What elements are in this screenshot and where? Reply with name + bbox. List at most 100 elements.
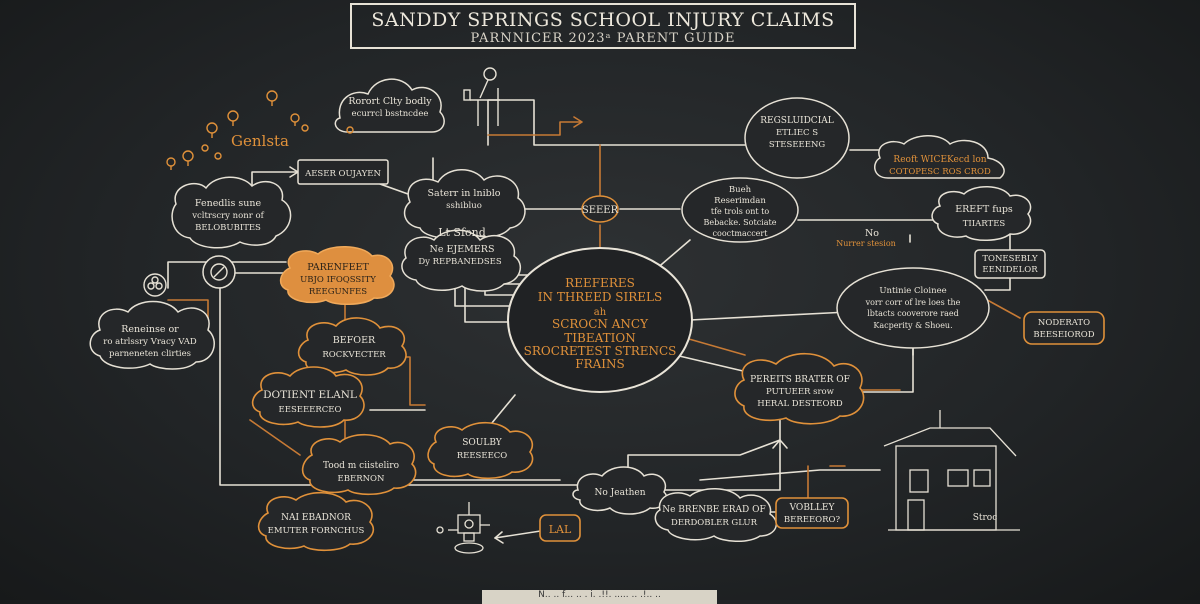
map-pin-icon [214,152,222,160]
cloud-shape [427,421,534,480]
cloud-shape [301,433,417,496]
parenfeet-line: REEGUNFES [309,287,367,297]
noderato-line: NODERATO [1038,318,1090,328]
arrowhead [573,116,583,128]
nai-ebadnor-line: NAI EBADNOR [281,513,351,523]
regsluidcial-line: STESEEENG [769,140,826,150]
tonesebly-line: TONESEBLY [982,254,1038,264]
shapes [89,78,1105,552]
reneinse-line: Reneinse or [121,324,179,335]
cloud-shape [931,186,1032,241]
untinie-line: lbtacts cooverore raed [867,309,959,318]
connector [379,183,409,195]
central-line: FRAINS [575,357,625,371]
cloud-shape [257,491,375,552]
map-pin-icon [227,110,239,126]
robot-icon [436,502,490,554]
central-line: REEFERES [565,276,635,290]
noderato-line: BEESEIOROD [1033,330,1094,340]
regsluidcial-line: REGSLUIDCIAL [760,116,833,126]
map-pin-icon [301,124,309,132]
central-line: SROCRETEST STRENCS [524,344,677,358]
reporting-cloud-line: Rorort Clty bodly [348,96,432,107]
central-line: TIBEATION [564,331,635,345]
cloud-shape [654,488,778,542]
rect-node-shape [297,159,389,185]
cloud-shape [734,353,865,425]
soulby-line: SOULBY [462,438,503,448]
ereft-line: TIIARTES [963,219,1006,229]
no-nurrer-line: Nurrer stesion [836,239,896,248]
connector [167,299,209,323]
page-title: SANDDY SPRINGS SCHOOL INJURY CLAIMS [371,9,835,31]
map-pin-icon [266,90,278,106]
arrowhead [772,439,788,449]
rect-node-shape [775,497,849,529]
nai-ebadnor-line: EMUTER FORNCHUS [268,526,365,536]
connector [487,121,581,136]
page-subtitle: PARNNICER 2023ᵃ PARENT GUIDE [470,31,736,46]
lt-sfond-line: Lt Sfond [438,226,486,239]
seeer-label: SEEER [582,205,619,216]
map-pin-cluster [166,90,354,170]
ellipse-node-shape [681,177,799,243]
title-box: SANDDY SPRINGS SCHOOL INJURY CLAIMS PARN… [350,3,856,49]
bueh-line: Bebacke. Sotciate [704,218,777,227]
bueh-line: cooctmaccert [713,229,769,238]
map-pin-icon [201,144,209,152]
lt-sfond-line: Dy REPBANEDSES [418,257,502,267]
no-nurrer-line: No [865,228,879,239]
cloud-shape [874,135,1005,179]
fenedis-line: Fenedlis sune [195,198,262,209]
reneinse-line: parneneten clirties [109,349,191,359]
befoer-line: ROCKVECTER [322,350,386,360]
pin-cluster-label: Genlsta [231,132,289,150]
cloud-shape [251,366,365,428]
highlight-cloud-shape [279,246,395,305]
footer-caption: N.. .. f... .. . i. .!!. ..... .. .!.. .… [482,590,717,604]
untinie-line: Kacperity & Shoeu. [873,321,952,330]
connector [639,439,781,491]
map-pin-icon [290,113,300,126]
connector [487,99,783,146]
ne-brenbe-line: Ne BRENBE ERAD OF [662,505,766,515]
safety-line: Saterr in lniblo [428,188,501,199]
untinie-line: Untinie Cloinee [879,286,946,296]
pereitis-line: PEREITS BRATER OF [750,375,850,385]
untinie-line: vorr corr of lre loes the [865,298,961,307]
ellipse-node-shape [581,195,619,223]
ellipse-node-shape [744,97,850,179]
connector [167,261,287,289]
stroc-label: Stroc [973,513,998,523]
map-pin-icon [182,150,194,166]
tonesebly-line: EENIDELOR [982,265,1038,275]
reneinse-line: ro atrlssry Vracy VAD [103,337,197,347]
reoft-line: COTOPESC ROS CROD [889,167,991,177]
lal-label: LAL [549,523,572,536]
cloud-shape [171,176,292,249]
toed-line: Tood m ciisteliro [323,461,399,471]
dotient-line: EESEEERCEO [279,405,342,415]
reoft-line: Reoft WICEKecd lon [893,155,986,165]
no-jeathen-label: No Jeathen [595,488,646,498]
map-pin-icon [166,157,176,170]
target-icon [210,263,228,281]
connector [249,419,301,456]
parenfeet-line: UBJO IFOQSSITY [300,275,376,285]
connector [984,277,1011,291]
central-node-shape [507,247,693,393]
connector [219,274,583,486]
regsluidcial-line: ETLIEC S [776,128,818,138]
arrowhead [494,531,504,544]
central-line: SCROCN ANCY [552,317,649,331]
cloud-shape [334,78,445,133]
ellipse-node-shape [836,267,990,349]
befoer-line: BEFOER [333,335,376,346]
bueh-line: Reserimdan [714,196,766,206]
soulby-line: REESEECO [457,451,508,461]
cloud-shape [401,229,522,292]
schoolhouse-icon [883,410,1020,531]
safety-line: sshibluo [446,201,482,211]
labels: REEFERES IN THREED SIRELS ah SCROCN ANCY… [103,96,1095,536]
